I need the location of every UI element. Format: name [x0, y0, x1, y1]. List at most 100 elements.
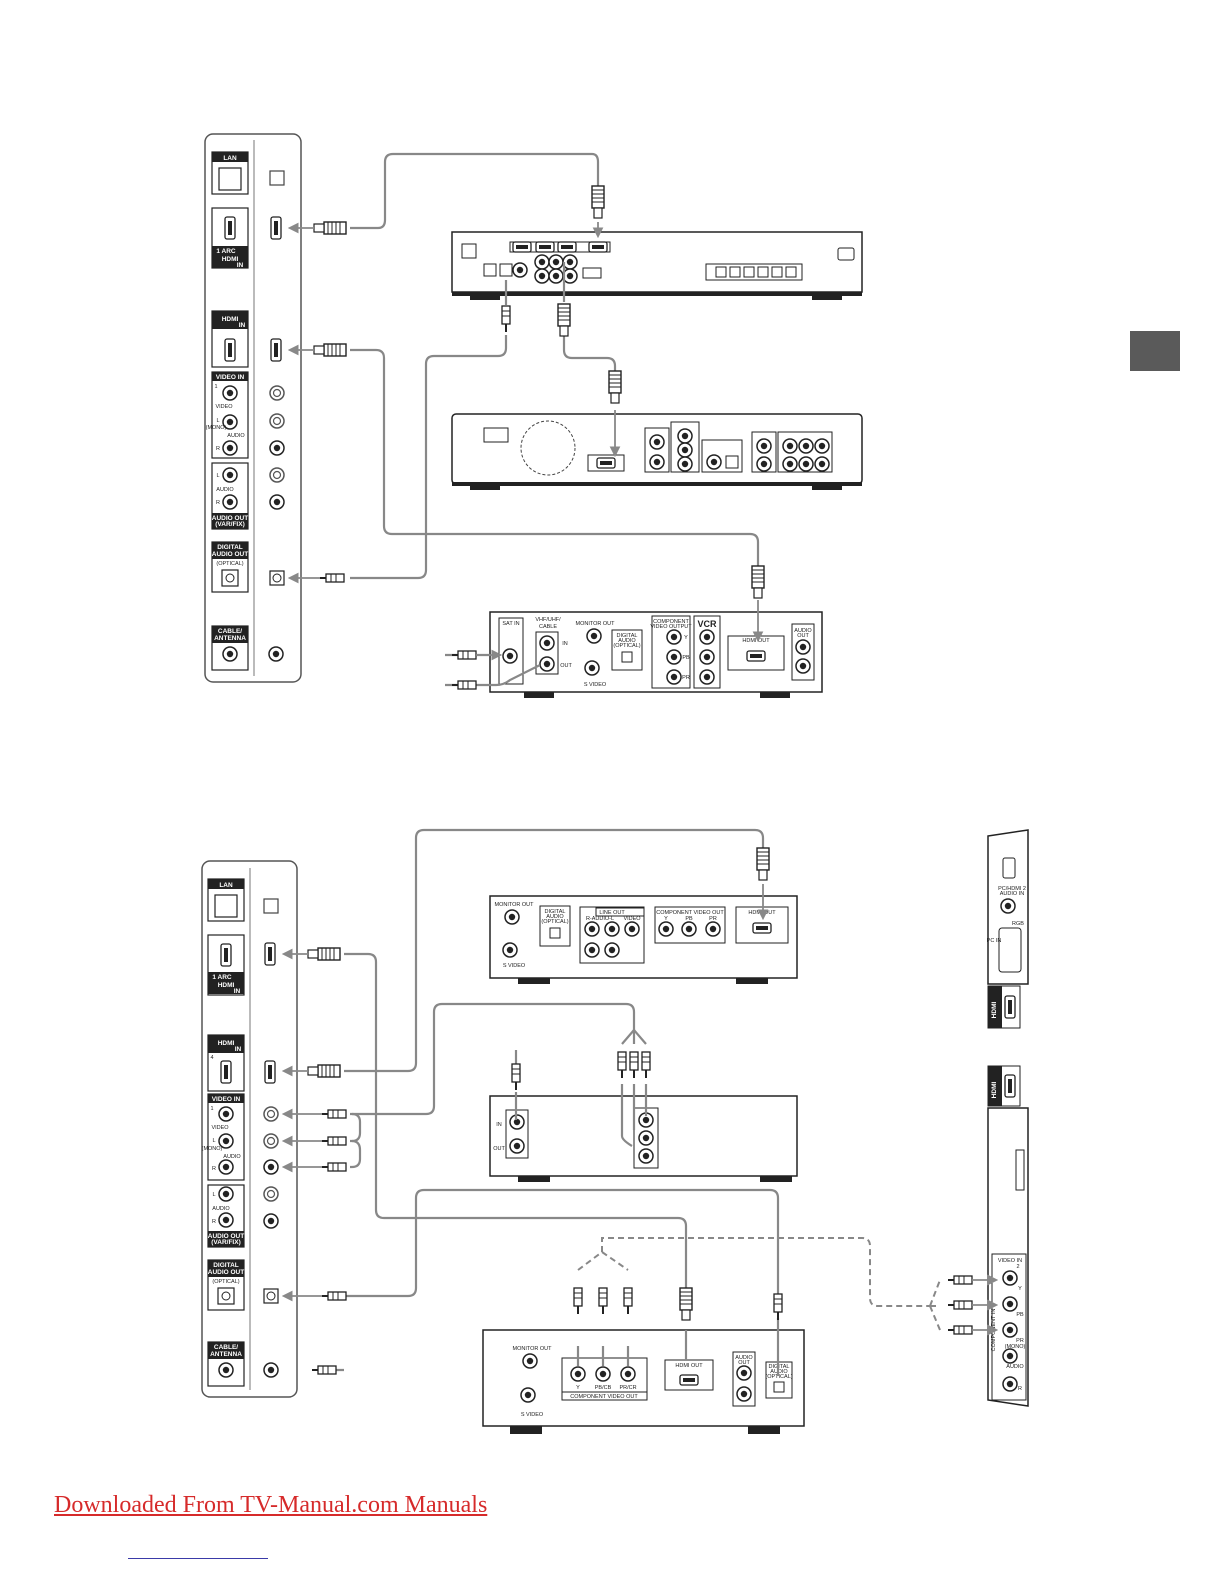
sat-box: SAT IN VHF/UHF/ CABLE IN OUT MONITOR OUT… [489, 611, 823, 698]
svg-text:OUT: OUT [560, 663, 572, 669]
hdmi4-logo: HDMI [222, 316, 239, 323]
svg-text:Y: Y [1018, 1286, 1022, 1292]
av-receiver [451, 231, 863, 300]
svg-text:PB/CB: PB/CB [595, 1385, 612, 1391]
svg-text:COMPONENT: COMPONENT [653, 619, 689, 625]
svg-text:CABLE/: CABLE/ [214, 1344, 238, 1351]
svg-text:AUDIO: AUDIO [223, 1154, 241, 1160]
svg-text:MONITOR OUT: MONITOR OUT [575, 621, 615, 627]
svg-text:VIDEO: VIDEO [623, 916, 641, 922]
svg-text:RGB: RGB [1012, 921, 1024, 927]
svg-text:VIDEO: VIDEO [211, 1125, 229, 1131]
svg-text:R: R [216, 446, 220, 452]
svg-text:AUDIO: AUDIO [216, 487, 234, 493]
footer-underline [128, 1558, 268, 1559]
svg-text:MONITOR OUT: MONITOR OUT [512, 1346, 552, 1352]
video-label: VIDEO [215, 404, 233, 410]
optional-dashed-cables [577, 1237, 941, 1331]
svg-text:PB: PB [682, 655, 690, 661]
video-in-num: 1 [214, 384, 217, 390]
svg-text:R-AUDIO-L: R-AUDIO-L [586, 916, 614, 922]
svg-text:S VIDEO: S VIDEO [521, 1412, 544, 1418]
svg-text:R: R [212, 1219, 216, 1225]
svg-text:DIGITAL: DIGITAL [617, 633, 638, 639]
svg-text:(VAR/FIX): (VAR/FIX) [215, 521, 245, 528]
bottom-cables [320, 828, 780, 1376]
svg-text:IN: IN [234, 988, 241, 995]
svg-text:AUDIO: AUDIO [212, 1206, 230, 1212]
svg-text:L: L [212, 1138, 215, 1144]
svg-text:AUDIO OUT: AUDIO OUT [208, 1233, 245, 1240]
svg-text:L: L [216, 473, 219, 479]
svg-text:HDMI: HDMI [218, 1040, 235, 1047]
svg-text:1: 1 [210, 1106, 213, 1112]
svg-text:MONITOR OUT: MONITOR OUT [494, 902, 534, 908]
svg-text:DIGITAL: DIGITAL [545, 909, 566, 915]
bottom-box: MONITOR OUT S VIDEO Y PB/CB PR/CR COMPON… [482, 1329, 805, 1434]
svg-text:LINE OUT: LINE OUT [599, 910, 625, 916]
svg-text:AUDIO OUT: AUDIO OUT [212, 515, 249, 522]
svg-text:(MONO): (MONO) [1005, 1344, 1026, 1350]
svg-text:PB: PB [1016, 1312, 1024, 1318]
footer-download-link[interactable]: Downloaded From TV-Manual.com Manuals [54, 1492, 488, 1518]
svg-text:PR/CR: PR/CR [619, 1385, 636, 1391]
svg-text:IN: IN [235, 1046, 242, 1053]
svg-text:COMPONENT VIDEO OUT: COMPONENT VIDEO OUT [656, 910, 724, 916]
svg-text:(OPTICAL): (OPTICAL) [765, 1374, 792, 1380]
tv-panel-top: LAN 1 ARC HDMI IN HDMI IN 4 VIDEO IN 1 V… [204, 133, 302, 683]
svg-text:SAT IN: SAT IN [502, 621, 519, 627]
svg-text:OUT: OUT [797, 633, 809, 639]
svg-text:HDMI: HDMI [991, 1002, 998, 1019]
svg-text:Y: Y [684, 635, 688, 641]
svg-text:R: R [216, 500, 220, 506]
svg-text:VCR: VCR [697, 619, 717, 629]
svg-text:Y: Y [664, 916, 668, 922]
vcr-box: IN OUT [489, 1095, 798, 1182]
svg-text:HDMI OUT: HDMI OUT [742, 638, 770, 644]
svg-text:VIDEO IN: VIDEO IN [998, 1258, 1022, 1264]
hdmi1-arc-label: 1 ARC [216, 248, 236, 255]
svg-text:AUDIO: AUDIO [618, 638, 636, 644]
svg-text:IN: IN [562, 641, 568, 647]
svg-text:AUDIO OUT: AUDIO OUT [212, 551, 249, 558]
svg-text:HDMI: HDMI [991, 1082, 998, 1099]
lan-label: LAN [223, 155, 237, 162]
svg-text:IN: IN [496, 1122, 502, 1128]
svg-text:PR: PR [682, 675, 690, 681]
svg-text:(VAR/FIX): (VAR/FIX) [211, 1239, 241, 1246]
svg-text:L: L [216, 418, 219, 424]
svg-text:AUDIO: AUDIO [770, 1369, 788, 1375]
svg-text:PB: PB [685, 916, 693, 922]
svg-text:VIDEO IN: VIDEO IN [212, 1096, 241, 1103]
svg-text:(MONO): (MONO) [202, 1146, 223, 1152]
svg-text:PC IN: PC IN [987, 938, 1002, 944]
svg-text:ANTENNA: ANTENNA [210, 1351, 242, 1358]
section-tab [1130, 331, 1180, 371]
svg-text:HDMI: HDMI [218, 982, 235, 989]
svg-text:R: R [212, 1166, 216, 1172]
svg-text:AUDIO: AUDIO [227, 433, 245, 439]
svg-text:S VIDEO: S VIDEO [584, 682, 607, 688]
svg-text:AUDIO OUT: AUDIO OUT [208, 1269, 245, 1276]
svg-text:CABLE: CABLE [539, 624, 557, 630]
svg-text:CABLE/: CABLE/ [218, 628, 242, 635]
svg-text:(OPTICAL): (OPTICAL) [212, 1279, 239, 1285]
svg-text:(OPTICAL): (OPTICAL) [216, 561, 243, 567]
svg-text:4: 4 [210, 1055, 213, 1061]
svg-text:PR: PR [709, 916, 717, 922]
svg-text:AUDIO: AUDIO [794, 628, 812, 634]
svg-text:Y: Y [576, 1385, 580, 1391]
svg-text:DIGITAL: DIGITAL [213, 1262, 239, 1269]
hdmi4-num: 4 [214, 330, 218, 337]
media-player-top [451, 413, 863, 490]
svg-text:AUDIO: AUDIO [735, 1355, 753, 1361]
tv-panel-bottom: LAN 1 ARC HDMI IN HDMI IN 4 VIDEO IN 1 V… [201, 860, 298, 1398]
svg-text:PC/HDMI 2: PC/HDMI 2 [998, 886, 1026, 892]
video-in-label: VIDEO IN [216, 374, 245, 381]
svg-text:S VIDEO: S VIDEO [503, 963, 526, 969]
svg-text:DIGITAL: DIGITAL [217, 544, 243, 551]
svg-text:OUT: OUT [493, 1146, 505, 1152]
svg-text:(OPTICAL): (OPTICAL) [613, 643, 640, 649]
hdmi4-in: IN [239, 322, 246, 329]
